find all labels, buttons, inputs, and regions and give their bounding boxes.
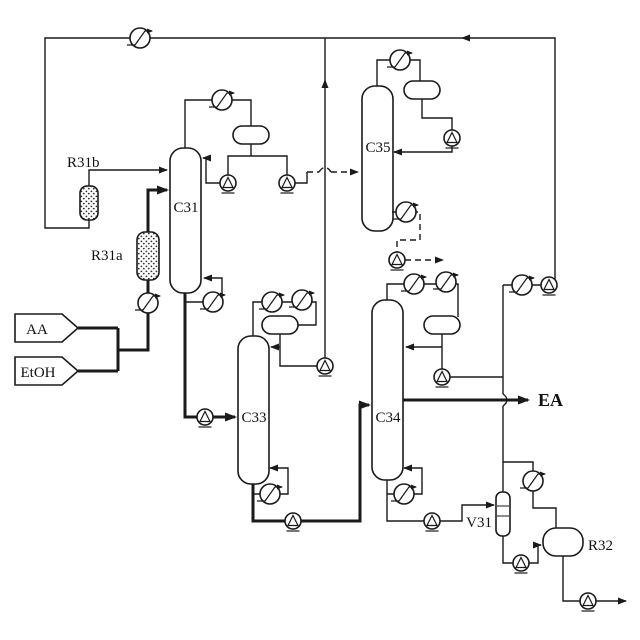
pipe-recycle-to-r31b	[44, 37, 462, 229]
labels-layer: R31b R31a AA EtOH C31 C33 C34 C35 EA V31…	[21, 140, 614, 554]
label-r32: R32	[588, 538, 613, 554]
reflux-drum-c33	[261, 315, 299, 335]
pipe-c31-distillate	[295, 172, 308, 184]
pipe-riser-jump	[502, 393, 508, 407]
label-c33: C33	[241, 410, 266, 426]
pipe-c35-bottoms-dashed	[392, 211, 421, 252]
pipe-recycle-top	[461, 34, 556, 285]
pipe-r32-bottoms	[562, 556, 580, 602]
pipe-c35-drum-outlet	[421, 99, 453, 130]
reactor-r31b	[79, 185, 99, 221]
reactor-r31a	[136, 231, 160, 281]
label-v31: V31	[466, 515, 492, 531]
vessel-v31	[495, 491, 511, 537]
pipe-feed-mix	[78, 280, 150, 373]
pipe-v31-to-r32	[529, 541, 542, 564]
label-c31: C31	[173, 200, 198, 216]
pipe-r31b-to-c31	[88, 166, 168, 186]
pipe-c31-reflux	[202, 154, 220, 184]
label-r31b: R31b	[67, 155, 100, 171]
feed-flag-aa	[14, 313, 80, 343]
drum-r32	[542, 527, 584, 557]
pipe-r32-vapor	[503, 461, 557, 528]
label-r31a: R31a	[91, 248, 123, 264]
label-etoh: EtOH	[21, 365, 56, 381]
pipe-c33-bottoms	[251, 484, 285, 523]
reflux-drum-c31	[232, 125, 270, 145]
reflux-drum-c35	[403, 80, 441, 100]
label-c35: C35	[365, 140, 390, 156]
column-c35	[361, 85, 394, 232]
label-c34: C34	[375, 410, 401, 426]
pipe-c33-drum-outlet	[279, 334, 317, 367]
pipe-c33-bottoms-to-c34	[301, 400, 371, 523]
column-c34	[371, 299, 404, 481]
pipe-c34-bottoms-to-v31	[440, 501, 495, 522]
column-c31	[169, 147, 202, 294]
pipe-c34-bottoms	[386, 480, 424, 522]
equipment-layer	[14, 80, 584, 557]
feed-flag-etoh	[14, 356, 80, 386]
pipe-c33-overhead	[252, 301, 317, 336]
reflux-drum-c34	[423, 315, 461, 335]
label-ea: EA	[538, 390, 563, 410]
pipe-crossover-jump	[318, 166, 332, 173]
pipe-c31-bottoms	[183, 293, 197, 419]
pipe-c31-drum-outlets	[227, 144, 288, 175]
pipe-v31-bottoms	[502, 536, 513, 564]
label-aa: AA	[26, 322, 48, 338]
pipe-r31a-to-c31	[146, 185, 169, 232]
